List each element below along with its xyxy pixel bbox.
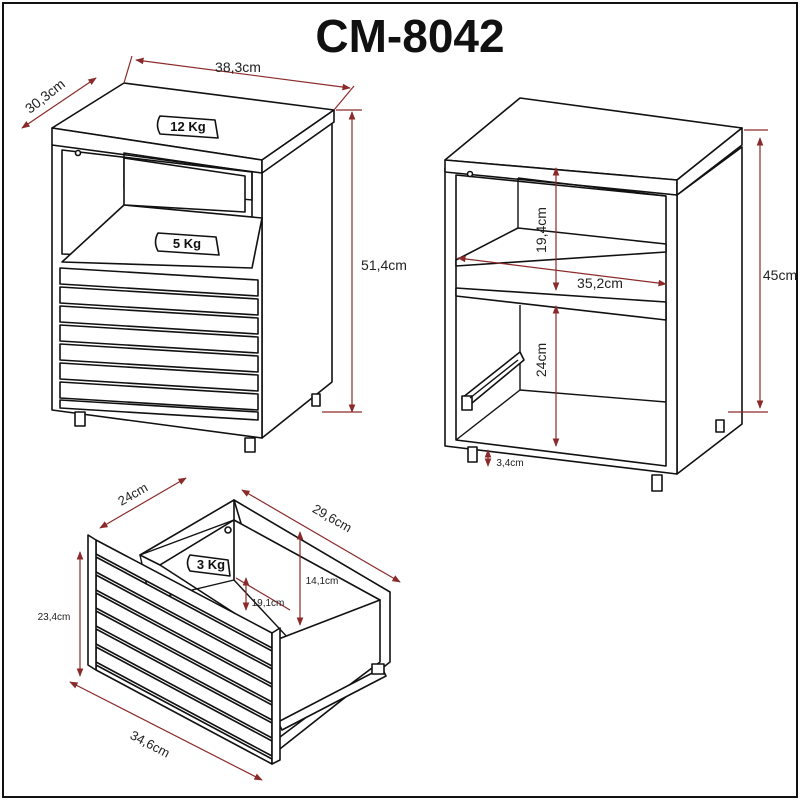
drawer-inner-height-label: 14,1cm: [306, 576, 339, 587]
drawer-load-badge: 3 Kg: [186, 554, 231, 577]
inner-width-label: 35,2cm: [577, 275, 623, 291]
drawer-depth-dimension-line: [99, 477, 187, 529]
open-view-cabinet: [444, 97, 743, 492]
shelf-load-badge: 5 Kg: [154, 232, 220, 256]
svg-text:12 Kg: 12 Kg: [170, 119, 205, 134]
front-height-label: 51,4cm: [361, 257, 407, 273]
drawer-front-height-label: 23,4cm: [38, 612, 71, 623]
drawer-slide-rail: [461, 351, 525, 411]
front-drawer-slats: [59, 267, 259, 421]
drawer-length-dimension-line: [241, 489, 401, 583]
lower-niche-label: 24cm: [533, 343, 549, 377]
product-code-title: CM-8042: [315, 10, 504, 62]
drawer-depth-label: 24cm: [115, 480, 150, 509]
front-depth-dimension-line: [21, 77, 97, 129]
drawer-front-width-dimension-line: [69, 681, 263, 781]
drawer-inner-depth-label: 19,1cm: [252, 598, 285, 609]
foot-height-label: 3,4cm: [496, 458, 523, 469]
front-view-cabinet: [51, 82, 335, 453]
inner-width-dimension-line: [457, 255, 667, 287]
svg-text:3 Kg: 3 Kg: [197, 557, 225, 572]
drawer-length-label: 29,6cm: [310, 501, 354, 535]
svg-text:5 Kg: 5 Kg: [173, 236, 201, 251]
drawer-front-width-label: 34,6cm: [128, 727, 173, 760]
front-width-label: 38,3cm: [215, 59, 261, 75]
open-height-label: 45cm: [763, 267, 797, 283]
drawer-view: [87, 499, 391, 765]
top-load-badge: 12 Kg: [156, 115, 219, 139]
upper-niche-label: 19,4cm: [533, 207, 549, 253]
front-width-dimension-line: [135, 57, 351, 91]
front-depth-label: 30,3cm: [22, 76, 68, 117]
